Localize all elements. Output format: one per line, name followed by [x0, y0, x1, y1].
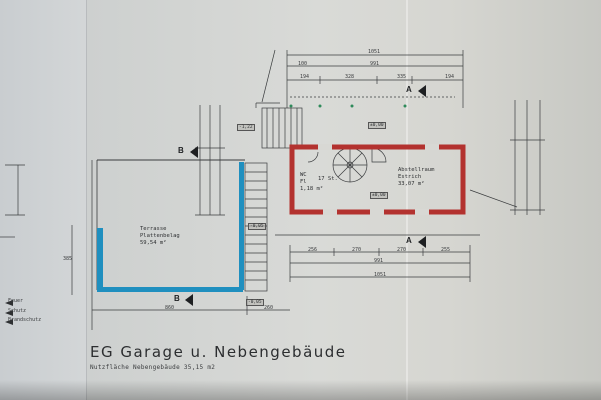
room-floor: Plattenbelag: [140, 233, 180, 239]
dim-bottom-seg: 270: [397, 247, 407, 253]
drawing-subtitle: Nutzfläche Nebengebäude 35,15 m2: [90, 364, 216, 371]
legend-item: Brandschutz: [8, 317, 42, 323]
level-box: -1,22: [237, 124, 255, 131]
dim-terrace-height: 385: [63, 256, 73, 262]
room-name: Terrasse: [140, 226, 167, 232]
section-mark-b-top: B: [178, 146, 184, 155]
paper-fold: [406, 0, 408, 400]
dim-top-seg: 194: [445, 74, 455, 80]
dim-bottom-right: 260: [264, 305, 274, 311]
room-area: 33,07 m²: [398, 181, 425, 187]
dim-top-total: 1051: [368, 49, 381, 55]
dim-bottom-seg: 270: [352, 247, 362, 253]
room-area: 59,54 m²: [140, 240, 167, 246]
dim-bottom-left: 860: [165, 305, 175, 311]
room-wc: WC Fl 1,18 m²: [300, 172, 323, 193]
section-mark-a-top: A: [406, 85, 412, 94]
photo-shadow: [0, 380, 601, 400]
level-box: -0,05: [246, 299, 264, 306]
dim-top-seg: 328: [345, 74, 355, 80]
level-box: ±0,00: [370, 192, 388, 199]
room-floor: Estrich: [398, 174, 422, 180]
dim-bottom-seg: 256: [308, 247, 318, 253]
level-box: ±0,00: [368, 122, 386, 129]
dim-bottom-inner: 991: [374, 258, 384, 264]
dim-top-left: 100: [298, 61, 308, 67]
room-abstellraum: Abstellraum Estrich 33,07 m²: [398, 167, 434, 188]
left-sheet: [0, 0, 92, 400]
drawing-title: EG Garage u. Nebengebäude: [90, 343, 347, 361]
legend-item: Feuer: [8, 298, 24, 304]
dim-top-seg: 194: [300, 74, 310, 80]
legend-item: Schutz: [8, 308, 27, 314]
section-mark-b-bottom: B: [174, 294, 180, 303]
room-floor: Fl: [300, 179, 307, 185]
dim-top-inner: 991: [370, 61, 380, 67]
dim-bottom-total: 1051: [374, 272, 387, 278]
dim-top-seg: 335: [397, 74, 407, 80]
room-name: Abstellraum: [398, 167, 435, 173]
level-box: -0,05: [248, 223, 266, 230]
room-area: 1,18 m²: [300, 186, 324, 192]
dim-bottom-seg: 255: [441, 247, 451, 253]
room-name: WC: [300, 172, 307, 178]
room-terrasse: Terrasse Plattenbelag 59,54 m²: [140, 226, 180, 247]
section-mark-a-bottom: A: [406, 236, 412, 245]
stair-label: 17 St.: [318, 176, 338, 182]
